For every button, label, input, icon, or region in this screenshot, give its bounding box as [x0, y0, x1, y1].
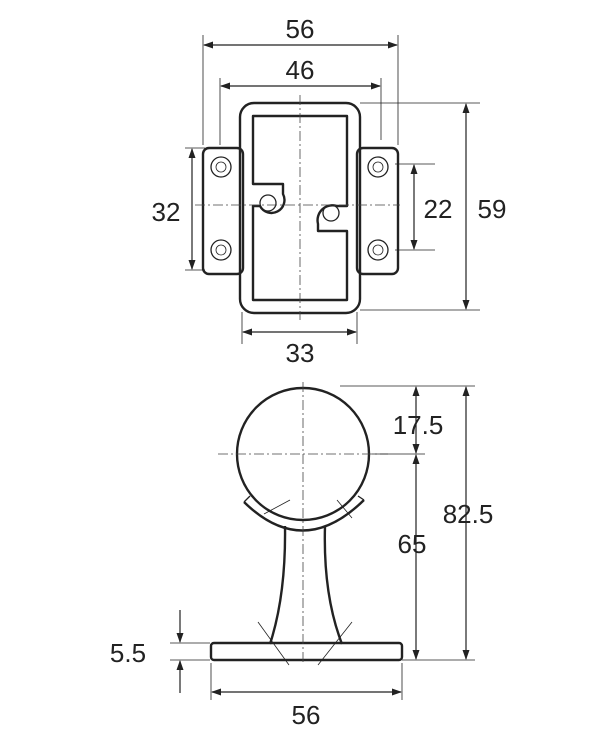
- stem-right: [323, 525, 344, 645]
- side-view: 17.5 65 82.5 5.5 56: [110, 382, 493, 730]
- dim-side-base-thickness: 5.5: [110, 638, 146, 668]
- base-plate: [209, 641, 404, 662]
- right-ear: [355, 146, 400, 276]
- top-view: 56 46 32 22 59 33: [152, 14, 507, 368]
- dim-side-stem-height: 65: [398, 529, 427, 559]
- screw-holes: [210, 156, 389, 261]
- left-ear: [201, 146, 245, 276]
- dim-side-ball-offset: 17.5: [393, 410, 444, 440]
- dim-top-base-width: 33: [286, 338, 315, 368]
- dim-top-slot-spacing: 22: [424, 194, 453, 224]
- dim-top-overall-height: 59: [478, 194, 507, 224]
- cradle-arc: [243, 499, 365, 532]
- slot-hole-right: [322, 204, 340, 222]
- dim-top-overall-width: 56: [286, 14, 315, 44]
- dim-side-base-width: 56: [292, 700, 321, 730]
- dim-side-overall-height: 82.5: [443, 499, 494, 529]
- dim-top-inner-width: 46: [286, 55, 315, 85]
- dim-top-hole-spacing: 32: [152, 197, 181, 227]
- stem-left: [268, 525, 287, 645]
- slot-hole-left: [259, 194, 277, 212]
